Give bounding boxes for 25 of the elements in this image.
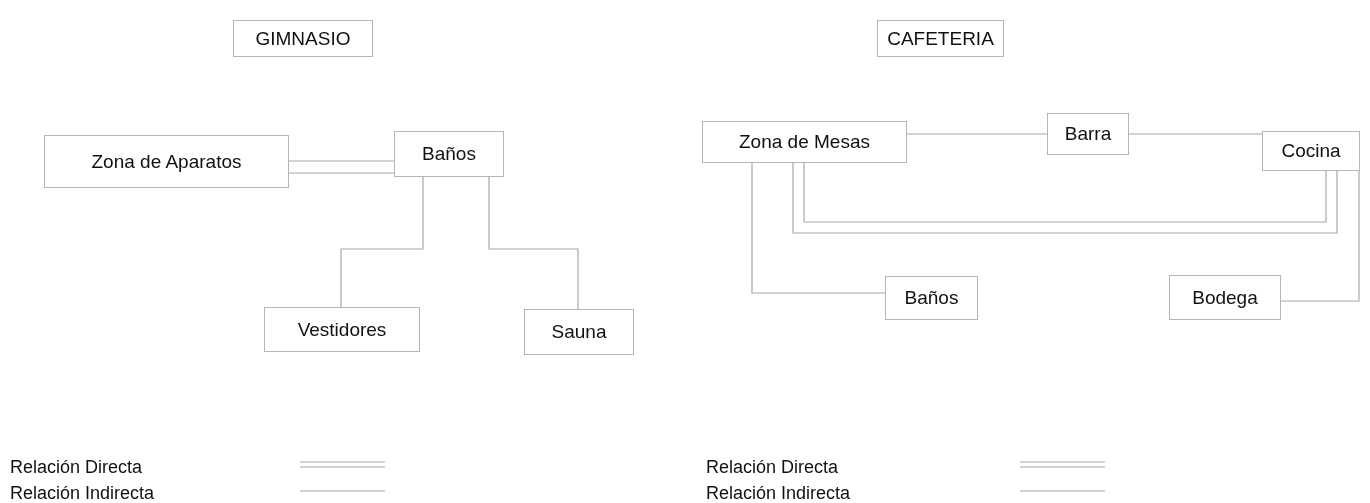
legend-text: Relación Indirecta: [706, 482, 851, 503]
connector-line: [288, 172, 395, 174]
connector-line: [1128, 133, 1263, 135]
label-box: Zona de Mesas: [702, 121, 907, 163]
legend-text: Relación Directa: [10, 456, 143, 479]
label-box: CAFETERIA: [877, 20, 1004, 57]
connector-line: [288, 160, 395, 162]
connector-line: [906, 133, 1048, 135]
connector-line: [751, 162, 886, 294]
connector-line: [792, 162, 1338, 234]
label-box: Baños: [885, 276, 978, 320]
label-box: Bodega: [1169, 275, 1281, 320]
label-box: Vestidores: [264, 307, 420, 352]
legend-text: Relación Directa: [706, 456, 839, 479]
connector-line: [1280, 170, 1360, 302]
label-box: GIMNASIO: [233, 20, 373, 57]
label-box: Barra: [1047, 113, 1129, 155]
label-box: Sauna: [524, 309, 634, 355]
connector-line: [488, 176, 579, 310]
label-box: Zona de Aparatos: [44, 135, 289, 188]
connector-line: [803, 162, 1327, 223]
connector-line: [340, 176, 424, 308]
label-box: Baños: [394, 131, 504, 177]
label-box: Cocina: [1262, 131, 1360, 171]
legend-text: Relación Indirecta: [10, 482, 155, 503]
